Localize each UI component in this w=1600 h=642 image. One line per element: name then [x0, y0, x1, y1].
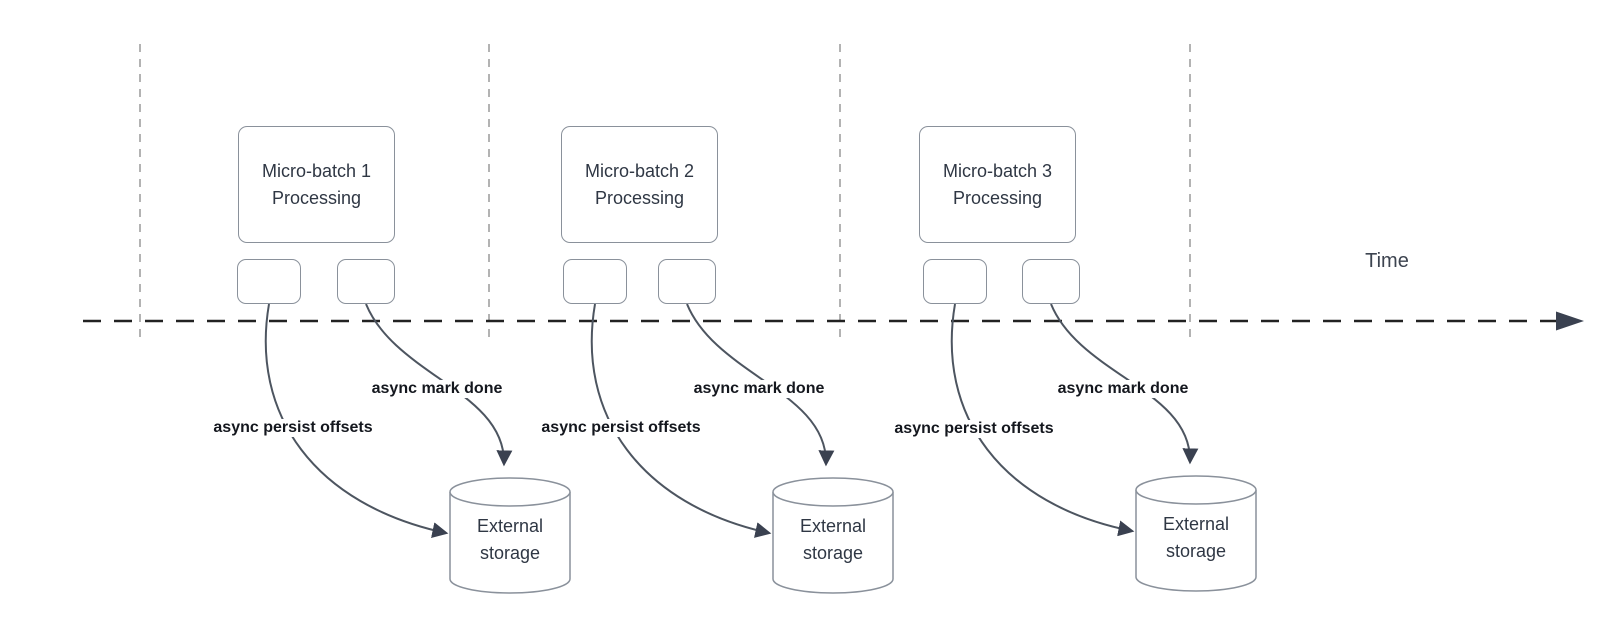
batch1-title-line2: Processing — [271, 187, 362, 208]
batch3-storage-label: External storage — [1136, 511, 1256, 565]
batch3-persist-offsets-label: async persist offsets — [891, 420, 1057, 438]
batch3-storage-line1: External — [1162, 514, 1230, 534]
batch1-storage-label: External storage — [450, 513, 570, 567]
batch2-done-task-box — [658, 259, 716, 304]
batch2-mark-done-label: async mark done — [690, 380, 828, 398]
batch3-storage-line2: storage — [1165, 541, 1227, 561]
batch2-processing-box: Micro-batch 2 Processing — [561, 126, 718, 243]
batch3-persist-task-box — [923, 259, 987, 304]
batch3-storage-cylinder-icon — [1135, 475, 1257, 592]
batch1-storage-cylinder-icon — [449, 477, 571, 594]
batch2-storage-cylinder-icon — [772, 477, 894, 594]
batch3-processing-box: Micro-batch 3 Processing — [919, 126, 1076, 243]
batch2-persist-task-box — [563, 259, 627, 304]
batch2-storage-line1: External — [799, 516, 867, 536]
batch2-persist-offsets-label: async persist offsets — [538, 419, 704, 437]
batch2-persist-offsets-arrow — [590, 303, 772, 538]
batch1-title-line1: Micro-batch 1 — [261, 160, 372, 181]
batch1-persist-offsets-label: async persist offsets — [210, 419, 376, 437]
batch3-title-line2: Processing — [952, 187, 1043, 208]
batch2-title-line2: Processing — [594, 187, 685, 208]
batch1-mark-done-label: async mark done — [368, 380, 506, 398]
batch2-storage-label: External storage — [773, 513, 893, 567]
batch3-done-task-box — [1022, 259, 1080, 304]
batch1-persist-task-box — [237, 259, 301, 304]
batch1-persist-offsets-arrow — [264, 303, 449, 538]
time-axis-label: Time — [1365, 250, 1409, 272]
batch1-storage-line2: storage — [479, 543, 541, 563]
batch3-title-line1: Micro-batch 3 — [942, 160, 1053, 181]
batch2-title-line1: Micro-batch 2 — [584, 160, 695, 181]
batch1-processing-box: Micro-batch 1 Processing — [238, 126, 395, 243]
batch2-storage-line2: storage — [802, 543, 864, 563]
batch3-persist-offsets-arrow — [950, 303, 1135, 537]
time-axis-arrowhead-icon — [1556, 311, 1584, 331]
batch3-mark-done-label: async mark done — [1054, 380, 1192, 398]
batch1-done-task-box — [337, 259, 395, 304]
batch1-storage-line1: External — [476, 516, 544, 536]
